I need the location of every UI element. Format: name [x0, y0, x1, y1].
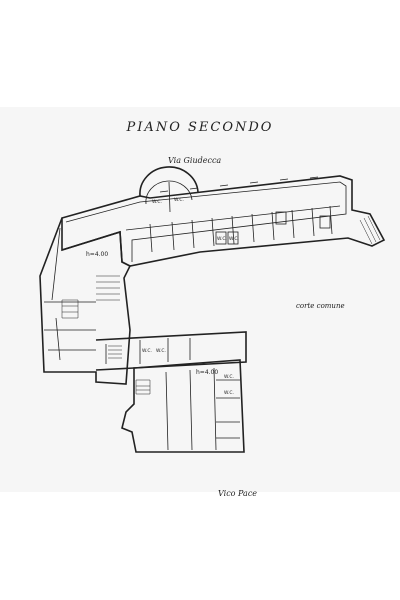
lower-wing: h=4.00 W.C. W.C.: [121, 359, 245, 453]
lower-wc-1: W.C.: [224, 374, 234, 380]
wc-label-1: W.C.: [217, 236, 227, 242]
rotunda-wc-left: W.C.: [152, 199, 162, 205]
central-connector: W.C. W.C.: [95, 331, 247, 371]
height-label-upper: h=4.00: [86, 251, 108, 258]
lower-wc-2: W.C.: [224, 390, 234, 396]
height-label-lower: h=4.00: [196, 369, 218, 376]
rotunda-wc-right: W.C.: [174, 197, 184, 203]
upper-wing-wc: W.C. W.C.: [215, 211, 331, 245]
street-label-top: Via Giudecca: [168, 156, 222, 165]
left-wing: h=4.00: [39, 217, 132, 385]
upper-wing: [61, 175, 386, 267]
drawing-sheet: [0, 107, 400, 492]
connector-wc-2: W.C.: [156, 348, 166, 354]
street-label-bottom: Vico Pace: [218, 489, 258, 498]
connector-wc-1: W.C.: [142, 348, 152, 354]
floor-title: PIANO SECONDO: [126, 120, 274, 135]
wc-label-2: W.C.: [229, 236, 239, 242]
court-label: corte comune: [296, 302, 345, 310]
rotunda: W.C. W.C.: [139, 166, 199, 213]
